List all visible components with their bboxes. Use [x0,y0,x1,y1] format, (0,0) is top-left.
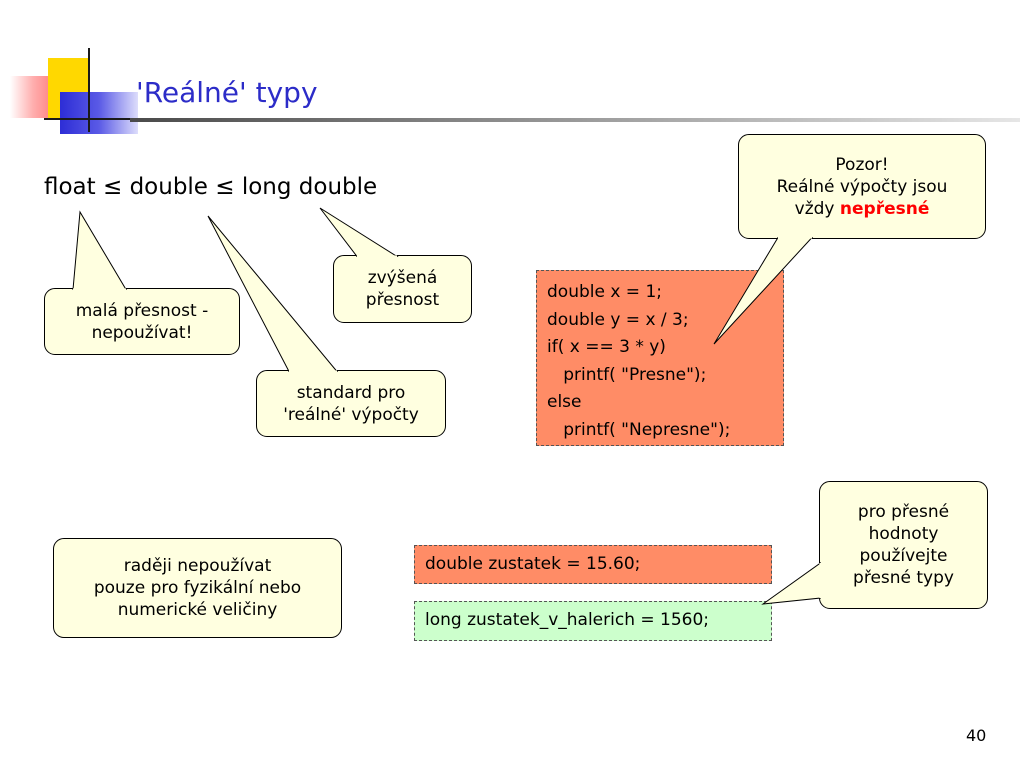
code-line: double y = x / 3; [547,309,689,330]
callout-exact-types-line-3: používejte [859,546,948,566]
callout-exact-types-line-2: hodnoty [868,524,939,544]
code-example-long-balance: long zustatek_v_halerich = 1560; [414,601,772,641]
code-line: printf( "Nepresne"); [547,419,731,440]
page-number: 40 [966,726,987,745]
callout-avoid-line-3: numerické veličiny [117,600,278,620]
callout-avoid-line-1: raději nepoužívat [123,556,272,576]
callout-exact-types-line-1: pro přesné [857,502,950,522]
types-ordering-heading: float ≤ double ≤ long double [44,174,378,200]
callout-avoid: raději nepoužívat pouze pro fyzikální ne… [53,538,342,638]
callout-standard-line-1: standard pro [296,382,406,403]
callout-avoid-line-2: pouze pro fyzikální nebo [93,578,302,598]
callout-low-precision: malá přesnost - nepoužívat! [44,288,240,355]
code-line: double x = 1; [547,282,662,302]
callout-standard-line-2: 'reálné' výpočty [283,404,419,425]
callout-low-precision-line-1: malá přesnost - [75,300,209,321]
slide-title: 'Reálné' typy [136,76,318,109]
callout-standard: standard pro 'reálné' výpočty [256,370,446,437]
callout-increased-precision-line-1: zvýšená [367,268,438,288]
title-underline [130,118,1020,122]
callout-low-precision-line-2: nepoužívat! [91,322,193,343]
callout-warning-line-2: Reálné výpočty jsou [776,176,948,197]
title-decoration-blue [60,92,138,134]
callout-warning-line-3: vždy nepřesné [777,198,948,220]
code-example-comparison: double x = 1; double y = x / 3; if( x ==… [536,270,784,446]
title-decoration-vertical-line [88,48,90,132]
code-example-double-balance: double zustatek = 15.60; [414,545,772,584]
callout-increased-precision: zvýšená přesnost [333,255,472,323]
code-line: printf( "Presne"); [547,364,707,385]
callout-warning: Pozor! Reálné výpočty jsou vždy nepřesné [738,134,986,239]
callout-increased-precision-line-2: přesnost [365,290,440,310]
callout-warning-line-1: Pozor! [835,154,889,175]
callout-exact-types-line-4: přesné typy [853,568,954,588]
code-line: else [547,392,582,412]
code-line: if( x == 3 * y) [547,337,666,357]
callout-low-precision-pointer [72,210,127,290]
callout-warning-emphasis: nepřesné [839,198,930,219]
callout-exact-types: pro přesné hodnoty používejte přesné typ… [819,481,988,609]
title-decoration-horizontal-line [44,118,154,120]
callout-increased-precision-pointer [319,207,399,257]
callout-warning-prefix: vždy [794,198,840,219]
